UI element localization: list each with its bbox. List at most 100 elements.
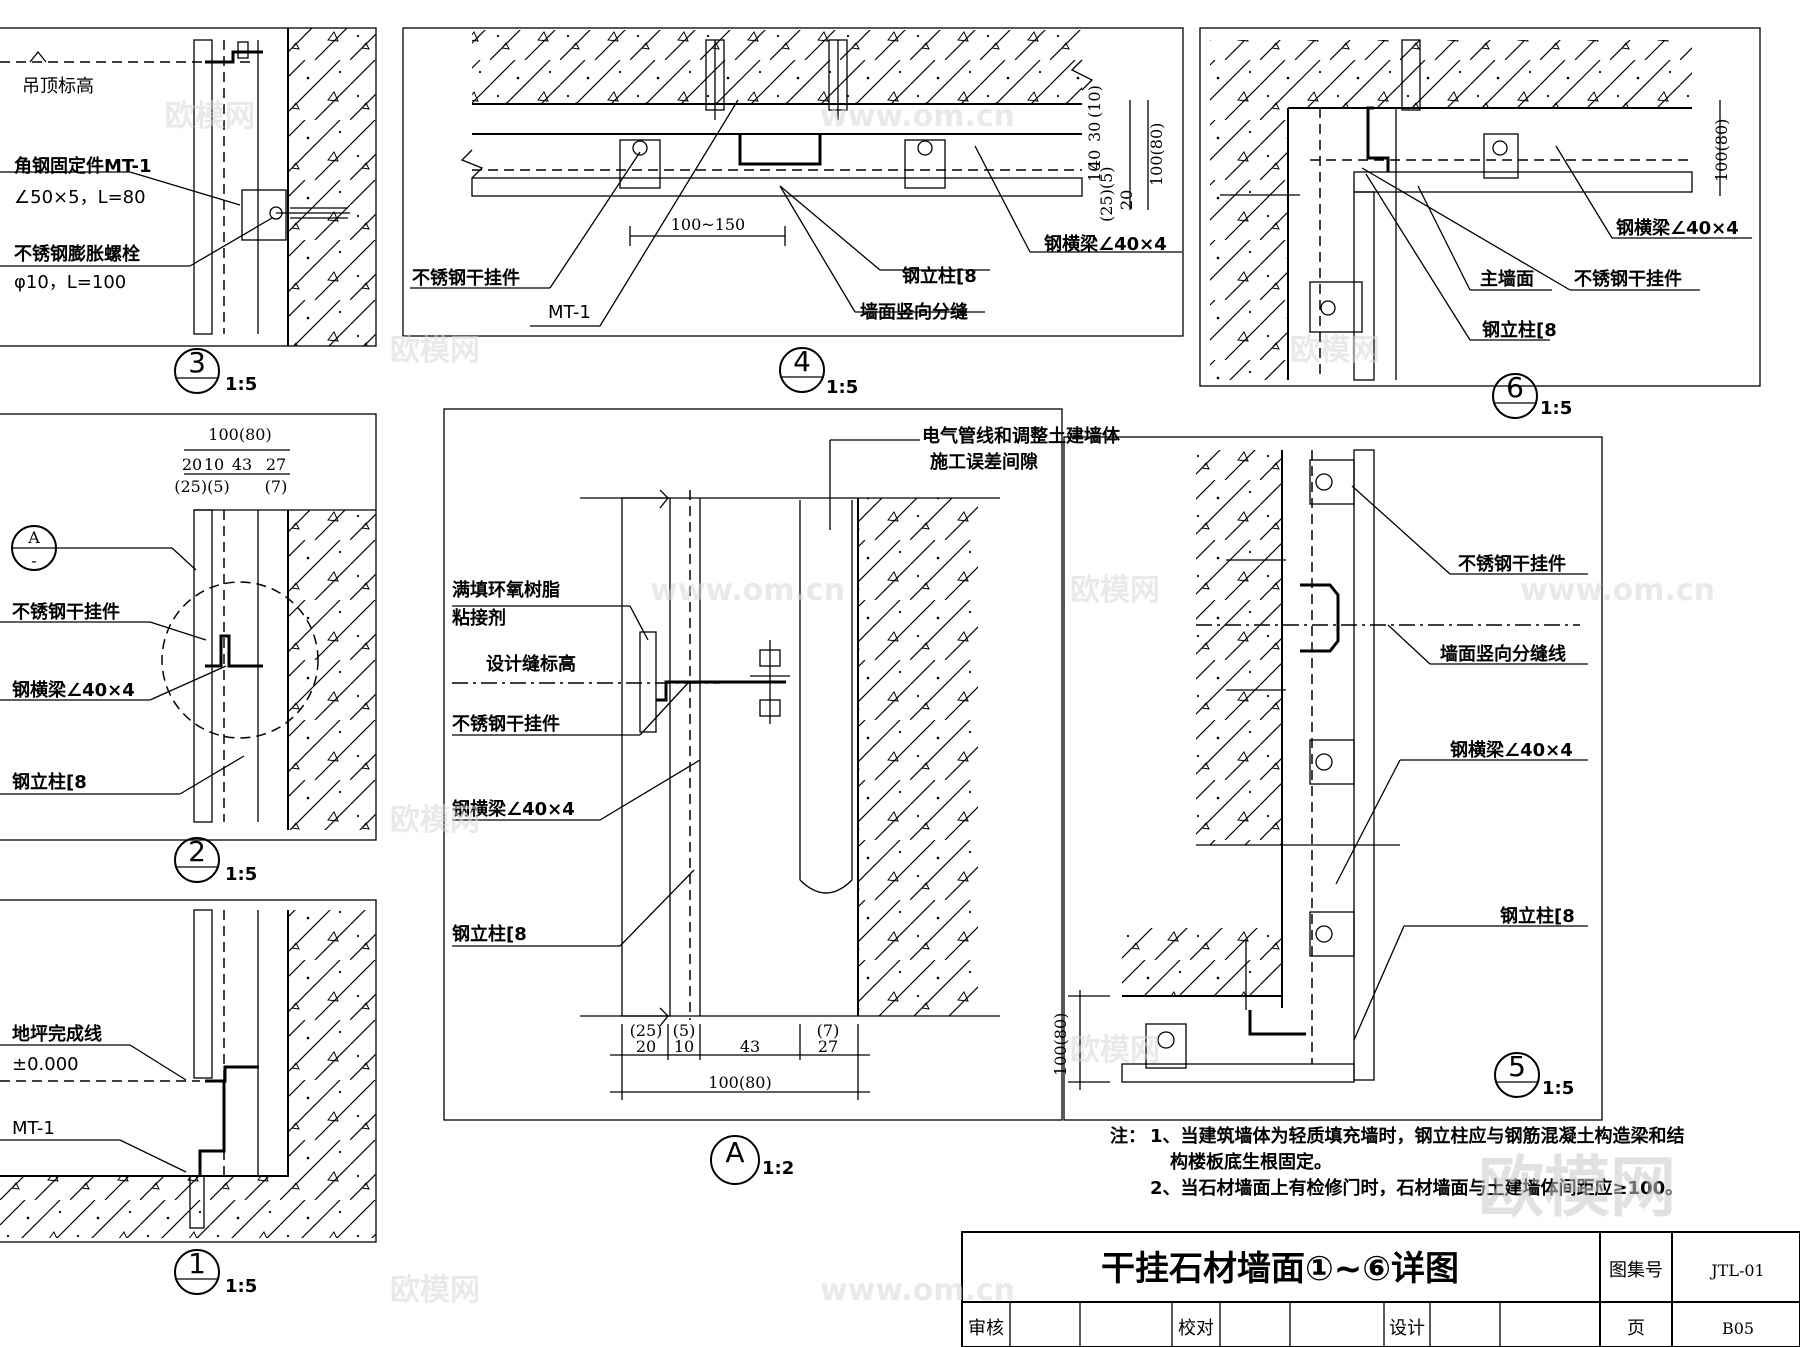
- d4-dim-v5: 20: [1117, 190, 1136, 210]
- watermark-site: www.om.cn: [1520, 573, 1715, 608]
- watermark-brand: 欧模网: [1070, 573, 1160, 608]
- da-beam-label: 钢横梁∠40×4: [452, 798, 575, 820]
- d4-dim-v3: 10: [1085, 162, 1104, 182]
- detail-4-marker: [779, 347, 825, 393]
- detail-6-number: 6: [1506, 371, 1524, 404]
- detail-a-marker: [710, 1135, 760, 1185]
- detail-5-scale: 1:5: [1542, 1078, 1574, 1099]
- detail-4: 100~150 (10) 30 40 10 (25)(5) 20 100(80)…: [402, 27, 1184, 398]
- d4-dim-v0: (10): [1085, 85, 1104, 118]
- notes-line-1: 1、当建筑墙体为轻质填充墙时，钢立柱应与钢筋混凝土构造梁和结: [1150, 1125, 1685, 1147]
- detail-3-marker: [174, 348, 220, 394]
- joint-level-label: 设计缝标高: [486, 653, 576, 675]
- da-dim-top0: (25): [630, 1021, 663, 1040]
- watermark-site: www.om.cn: [650, 573, 845, 608]
- bolt-label: 不锈钢膨胀螺栓: [14, 243, 140, 265]
- title-block: 干挂石材墙面①~⑥详图 图集号 JTL-01 审核 校对 设计 页 B05: [961, 1231, 1800, 1347]
- detail-4-scale: 1:5: [826, 377, 858, 398]
- angle-fixer-label: 角钢固定件MT-1: [14, 155, 152, 177]
- ceiling-level-label: 吊顶标高: [22, 76, 94, 97]
- detail-6-marker: [1492, 373, 1538, 419]
- da-dim-mid2: 43: [740, 1037, 760, 1056]
- watermark-site: www.om.cn: [820, 1273, 1015, 1308]
- watermark-site: www.om.cn: [820, 99, 1015, 134]
- d5-post-label: 钢立柱[8: [1500, 905, 1575, 927]
- d6-main-wall-label: 主墙面: [1480, 268, 1534, 290]
- d6-dim: 100(80): [1712, 119, 1731, 182]
- d2-post-label: 钢立柱[8: [12, 771, 87, 793]
- check-label: 校对: [1178, 1318, 1214, 1339]
- floor-line-label: 地坪完成线: [12, 1023, 102, 1045]
- d4-beam-label: 钢横梁∠40×4: [1044, 233, 1167, 255]
- d2-hanger-label: 不锈钢干挂件: [12, 601, 120, 623]
- watermark-brand: 欧模网: [1070, 1033, 1160, 1068]
- detail-2-scale: 1:5: [225, 864, 257, 885]
- detail-a: 电气管线和调整土建墙体 施工误差间隙 满填环氧树脂 粘接剂 设计缝标高 不锈钢干…: [443, 408, 1121, 1185]
- zero-level-label: ±0.000: [12, 1054, 79, 1075]
- d6-hanger-label: 不锈钢干挂件: [1574, 268, 1682, 290]
- da-dim-top1: (5): [673, 1021, 696, 1040]
- design-label: 设计: [1389, 1318, 1425, 1339]
- epoxy-label-2: 粘接剂: [452, 607, 506, 629]
- detail-a-number: A: [725, 1136, 744, 1169]
- d2-dim-total: 100(80): [208, 425, 271, 444]
- da-dim-mid1: 10: [674, 1037, 694, 1056]
- detail-1: 地坪完成线 ±0.000 MT-1 1 1:5: [0, 899, 377, 1297]
- d4-dim-v4: (25)(5): [1097, 166, 1116, 222]
- detail-2-number: 2: [188, 835, 206, 868]
- d2-dim-p2: 43: [232, 455, 252, 474]
- da-dim-mid0: 20: [636, 1037, 656, 1056]
- review-label: 审核: [968, 1318, 1004, 1339]
- d2-dim-p3: 27: [266, 455, 286, 474]
- d5-joint-label: 墙面竖向分缝线: [1440, 643, 1566, 665]
- d2-beam-label: 钢横梁∠40×4: [12, 679, 135, 701]
- detail-5-marker: [1494, 1052, 1540, 1098]
- d4-mt1-label: MT-1: [548, 302, 591, 323]
- detail-2: 100(80) 20 10 43 27 (25)(5) (7) A - 不锈钢干…: [0, 413, 377, 885]
- d6-post-label: 钢立柱[8: [1482, 319, 1557, 341]
- page-code: B05: [1722, 1319, 1754, 1338]
- da-dim-total: 100(80): [708, 1073, 771, 1092]
- detail-5: 100(80) 不锈钢干挂件 墙面竖向分缝线 钢横梁∠40×4 钢立柱[8 5 …: [1051, 436, 1603, 1121]
- angle-spec-label: ∠50×5，L=80: [14, 187, 146, 208]
- bolt-spec-label: φ10，L=100: [14, 272, 126, 293]
- notes-prefix: 注：: [1110, 1125, 1146, 1147]
- detail-6: 100(80) 钢横梁∠40×4 主墙面 不锈钢干挂件 钢立柱[8 6 1:5: [1199, 27, 1761, 419]
- watermarks: 欧模网 欧模网 www.om.cn 欧模网 欧模网 www.om.cn www.…: [165, 99, 1715, 1308]
- d5-dim: 100(80): [1051, 1013, 1070, 1076]
- detail-1-scale: 1:5: [225, 1276, 257, 1297]
- notes-line-3: 2、当石材墙面上有检修门时，石材墙面与土建墙体间距应≥100。: [1150, 1177, 1683, 1199]
- watermark-brand: 欧模网: [165, 99, 255, 134]
- detail-1-number: 1: [188, 1247, 206, 1280]
- d2-dim-alt1: (7): [265, 477, 288, 496]
- d4-hanger-label: 不锈钢干挂件: [412, 267, 520, 289]
- d4-dim-v6: 100(80): [1147, 123, 1166, 186]
- d2-dim-alt0: (25)(5): [174, 477, 230, 496]
- da-dim-mid3: 27: [818, 1037, 838, 1056]
- watermark-logo: 欧模网: [1478, 1149, 1676, 1226]
- watermark-brand: 欧模网: [390, 333, 480, 368]
- page-label: 页: [1627, 1318, 1645, 1339]
- detail-4-number: 4: [793, 345, 811, 378]
- watermark-brand: 欧模网: [390, 803, 480, 838]
- detail-3-scale: 1:5: [225, 374, 257, 395]
- watermark-brand: 欧模网: [390, 1273, 480, 1308]
- atlas-code: JTL-01: [1709, 1261, 1764, 1280]
- detail-3-number: 3: [188, 346, 206, 379]
- epoxy-label-1: 满填环氧树脂: [452, 579, 560, 601]
- detail-1-marker: [174, 1249, 220, 1295]
- gap-note-1: 电气管线和调整土建墙体: [922, 425, 1121, 447]
- d5-beam-label: 钢横梁∠40×4: [1450, 739, 1573, 761]
- detail-3: 吊顶标高 角钢固定件MT-1 ∠50×5，L=80 不锈钢膨胀螺栓 φ10，L=…: [0, 27, 377, 395]
- d4-dim-v1: 30: [1085, 122, 1104, 142]
- d4-post-label: 钢立柱[8: [902, 265, 977, 287]
- detail-6-scale: 1:5: [1540, 398, 1572, 419]
- gap-note-2: 施工误差间隙: [930, 451, 1038, 473]
- detail-2-marker: [174, 837, 220, 883]
- d5-hanger-label: 不锈钢干挂件: [1458, 553, 1566, 575]
- da-dim-top2: (7): [817, 1021, 840, 1040]
- detail-5-number: 5: [1508, 1050, 1526, 1083]
- d2-dim-p1: 10: [204, 455, 224, 474]
- da-hanger-label: 不锈钢干挂件: [452, 713, 560, 735]
